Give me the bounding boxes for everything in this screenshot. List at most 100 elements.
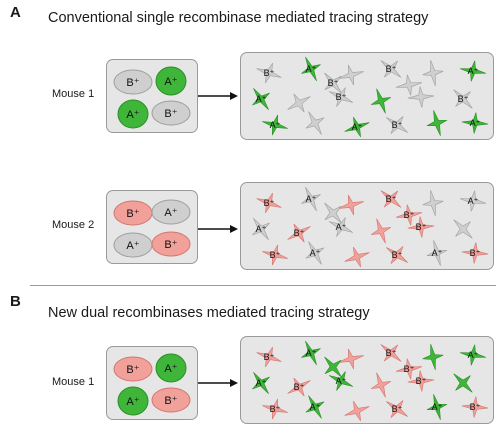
cell-green: A⁺ <box>117 386 149 416</box>
tissue-cell-label: B⁺ <box>328 78 339 88</box>
cell-pink: B⁺ <box>151 387 191 413</box>
panel-a-row2-cells: B⁺A⁺A⁺B⁺ <box>113 199 191 258</box>
tissue-cell-gray: A⁺ <box>305 241 325 265</box>
panel-b-letter: B <box>10 293 21 310</box>
tissue-cell-gray <box>422 59 444 87</box>
tissue-cell-label: B⁺ <box>386 348 397 358</box>
tissue-cell-label: A⁺ <box>306 64 317 74</box>
tissue-cell-pink: B⁺ <box>287 377 311 397</box>
tissue-cell-label: A⁺ <box>468 66 479 76</box>
panel-b-row1-tissue-box: B⁺A⁺B⁺A⁺A⁺B⁺A⁺B⁺B⁺A⁺B⁺A⁺B⁺B⁺ <box>240 336 494 424</box>
cell-label: A⁺ <box>164 76 177 88</box>
tissue-cell-gray: B⁺ <box>380 60 402 78</box>
cell-label: B⁺ <box>164 395 177 407</box>
panel-a-row1-cells: B⁺A⁺A⁺B⁺ <box>113 66 191 129</box>
cell-label: B⁺ <box>126 77 139 89</box>
tissue-cell-label: B⁺ <box>392 250 403 260</box>
cell-gray: A⁺ <box>151 199 191 225</box>
tissue-cell-label: B⁺ <box>294 382 305 392</box>
tissue-cell-pink <box>344 246 370 268</box>
tissue-cell-pink <box>370 372 392 398</box>
tissue-cell-label: A⁺ <box>432 248 443 258</box>
tissue-cell-pink <box>338 348 364 370</box>
panel-b-row1-label: Mouse 1 <box>52 376 95 388</box>
tissue-cell-pink: B⁺ <box>386 400 408 418</box>
tissue-cell-green: A⁺ <box>459 60 487 82</box>
tissue-cell-pink: B⁺ <box>395 204 423 226</box>
tissue-cell-gray: B⁺ <box>386 116 408 134</box>
tissue-cell-pink: B⁺ <box>262 398 288 420</box>
tissue-cell-pink: B⁺ <box>407 216 435 238</box>
tissue-cell-pink <box>338 194 364 216</box>
panel-b-row1-arrow <box>198 379 238 387</box>
cell-green: A⁺ <box>155 66 187 96</box>
panel-b-row1-stars: B⁺A⁺B⁺A⁺A⁺B⁺A⁺B⁺B⁺A⁺B⁺A⁺B⁺B⁺ <box>252 340 489 422</box>
tissue-cell-label: A⁺ <box>468 350 479 360</box>
tissue-cell-green <box>422 343 444 371</box>
panel-b-row1-cell-box: B⁺ A⁺ A⁺ B⁺ <box>106 346 198 420</box>
tissue-cell-pink: B⁺ <box>287 223 311 243</box>
tissue-cell-green: A⁺ <box>461 112 489 134</box>
tissue-cell-pink <box>344 400 370 422</box>
tissue-cell-pink: B⁺ <box>407 370 435 392</box>
tissue-cell-label: B⁺ <box>392 120 403 130</box>
panel-a-title: Conventional single recombinase mediated… <box>48 10 429 26</box>
cell-gray: A⁺ <box>113 232 153 258</box>
tissue-cell-gray: A⁺ <box>301 186 321 212</box>
tissue-cell-gray <box>453 219 473 239</box>
panel-a-row2-label: Mouse 2 <box>52 219 95 231</box>
tissue-cell-label: B⁺ <box>386 194 397 204</box>
tissue-cell-pink: B⁺ <box>380 190 402 208</box>
tissue-cell-label: A⁺ <box>310 248 321 258</box>
cell-green: A⁺ <box>155 353 187 383</box>
cell-pink: B⁺ <box>151 231 191 257</box>
tissue-cell-green: A⁺ <box>426 394 448 420</box>
cell-label: A⁺ <box>164 207 177 219</box>
cell-label: B⁺ <box>126 364 139 376</box>
tissue-cell-label: A⁺ <box>256 224 267 234</box>
tissue-cell-label: B⁺ <box>416 222 427 232</box>
panel-a-row2-stars: B⁺A⁺B⁺A⁺A⁺B⁺A⁺B⁺B⁺A⁺B⁺A⁺B⁺B⁺ <box>252 186 489 268</box>
tissue-cell-label: A⁺ <box>336 376 347 386</box>
cell-label: A⁺ <box>126 396 139 408</box>
tissue-cell-label: B⁺ <box>470 248 481 258</box>
panel-a-row2-cell-box: B⁺A⁺A⁺B⁺ <box>106 190 198 264</box>
section-divider <box>30 285 496 286</box>
cell-pink: B⁺ <box>113 356 153 382</box>
tissue-cell-label: B⁺ <box>416 376 427 386</box>
tissue-cell-label: B⁺ <box>270 250 281 260</box>
tissue-cell-pink: B⁺ <box>380 344 402 362</box>
tissue-cell-label: B⁺ <box>270 404 281 414</box>
tissue-cell-gray <box>287 93 311 113</box>
tissue-cell-green: A⁺ <box>252 372 270 394</box>
panel-a-row2-arrow <box>198 225 238 233</box>
tissue-cell-label: B⁺ <box>294 228 305 238</box>
tissue-cell-gray <box>422 189 444 217</box>
cell-label: B⁺ <box>164 239 177 251</box>
tissue-cell-label: A⁺ <box>256 94 267 104</box>
cell-green: A⁺ <box>117 99 149 129</box>
tissue-cell-gray <box>324 202 342 224</box>
tissue-cell-green: A⁺ <box>305 395 325 419</box>
cell-label: A⁺ <box>164 363 177 375</box>
tissue-cell-pink: B⁺ <box>461 396 489 418</box>
tissue-cell-label: A⁺ <box>306 348 317 358</box>
tissue-cell-gray <box>338 64 364 86</box>
panel-b-title: New dual recombinases mediated tracing s… <box>48 305 370 321</box>
tissue-cell-label: A⁺ <box>468 196 479 206</box>
tissue-cell-label: B⁺ <box>470 402 481 412</box>
panel-a-row1-cell-box: B⁺A⁺A⁺B⁺ <box>106 59 198 133</box>
panel-a-row2-tissue-box: B⁺A⁺B⁺A⁺A⁺B⁺A⁺B⁺B⁺A⁺B⁺A⁺B⁺B⁺ <box>240 182 494 270</box>
tissue-cell-pink <box>370 218 392 244</box>
tissue-cell-pink: B⁺ <box>461 242 489 264</box>
tissue-cell-green: A⁺ <box>252 88 270 110</box>
tissue-cell-label: A⁺ <box>336 222 347 232</box>
panel-a-row1-stars: B⁺A⁺B⁺A⁺A⁺B⁺B⁺A⁺A⁺B⁺A⁺B⁺ <box>252 56 489 138</box>
tissue-cell-gray: A⁺ <box>252 218 270 240</box>
cell-gray: B⁺ <box>113 69 153 95</box>
tissue-cell-label: B⁺ <box>386 64 397 74</box>
tissue-cell-label: B⁺ <box>264 198 275 208</box>
tissue-cell-label: B⁺ <box>336 92 347 102</box>
tissue-cell-pink: B⁺ <box>262 244 288 266</box>
tissue-cell-pink: B⁺ <box>386 246 408 264</box>
